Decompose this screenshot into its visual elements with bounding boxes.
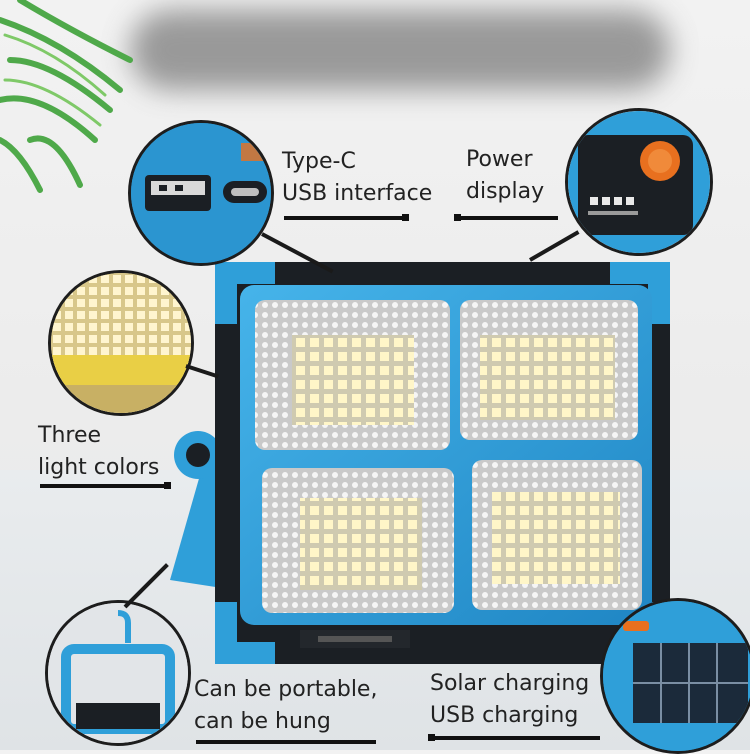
solar-label-line2: USB charging <box>430 703 579 728</box>
colors-leader-dot <box>164 482 171 489</box>
solar-leader-line <box>430 736 600 740</box>
light-colors-closeup <box>48 270 194 416</box>
blurred-shadow <box>130 10 670 90</box>
colors-leader-line <box>40 484 168 488</box>
colors-label-line1: Three <box>38 423 102 448</box>
usb-leader-dot <box>402 214 409 221</box>
power-label: Power display <box>466 144 544 208</box>
portable-leader-line <box>196 740 376 744</box>
power-label-line1: Power <box>466 147 533 172</box>
solar-panel-closeup <box>600 598 750 754</box>
portable-label-line1: Can be portable, <box>194 677 378 702</box>
portable-label: Can be portable, can be hung <box>194 674 377 738</box>
colors-label: Three light colors <box>38 420 159 484</box>
solar-label-line1: Solar charging <box>430 671 590 696</box>
usb-port-closeup <box>128 120 274 266</box>
solar-label: Solar charging USB charging <box>430 668 589 732</box>
usb-leader-line <box>284 216 406 220</box>
usb-label-line1: Type-C <box>282 149 356 174</box>
power-display-closeup <box>565 108 713 256</box>
solar-leader-dot <box>428 734 435 741</box>
power-leader-dot <box>454 214 461 221</box>
colors-label-line2: light colors <box>38 455 160 480</box>
portable-hook-closeup <box>45 600 191 746</box>
palm-leaf-decoration <box>0 0 133 193</box>
usb-label: Type-C USB interface <box>282 146 432 210</box>
usb-label-line2: USB interface <box>282 181 433 206</box>
portable-label-line2: can be hung <box>194 709 331 734</box>
power-leader-line <box>458 216 558 220</box>
power-label-line2: display <box>466 179 545 204</box>
